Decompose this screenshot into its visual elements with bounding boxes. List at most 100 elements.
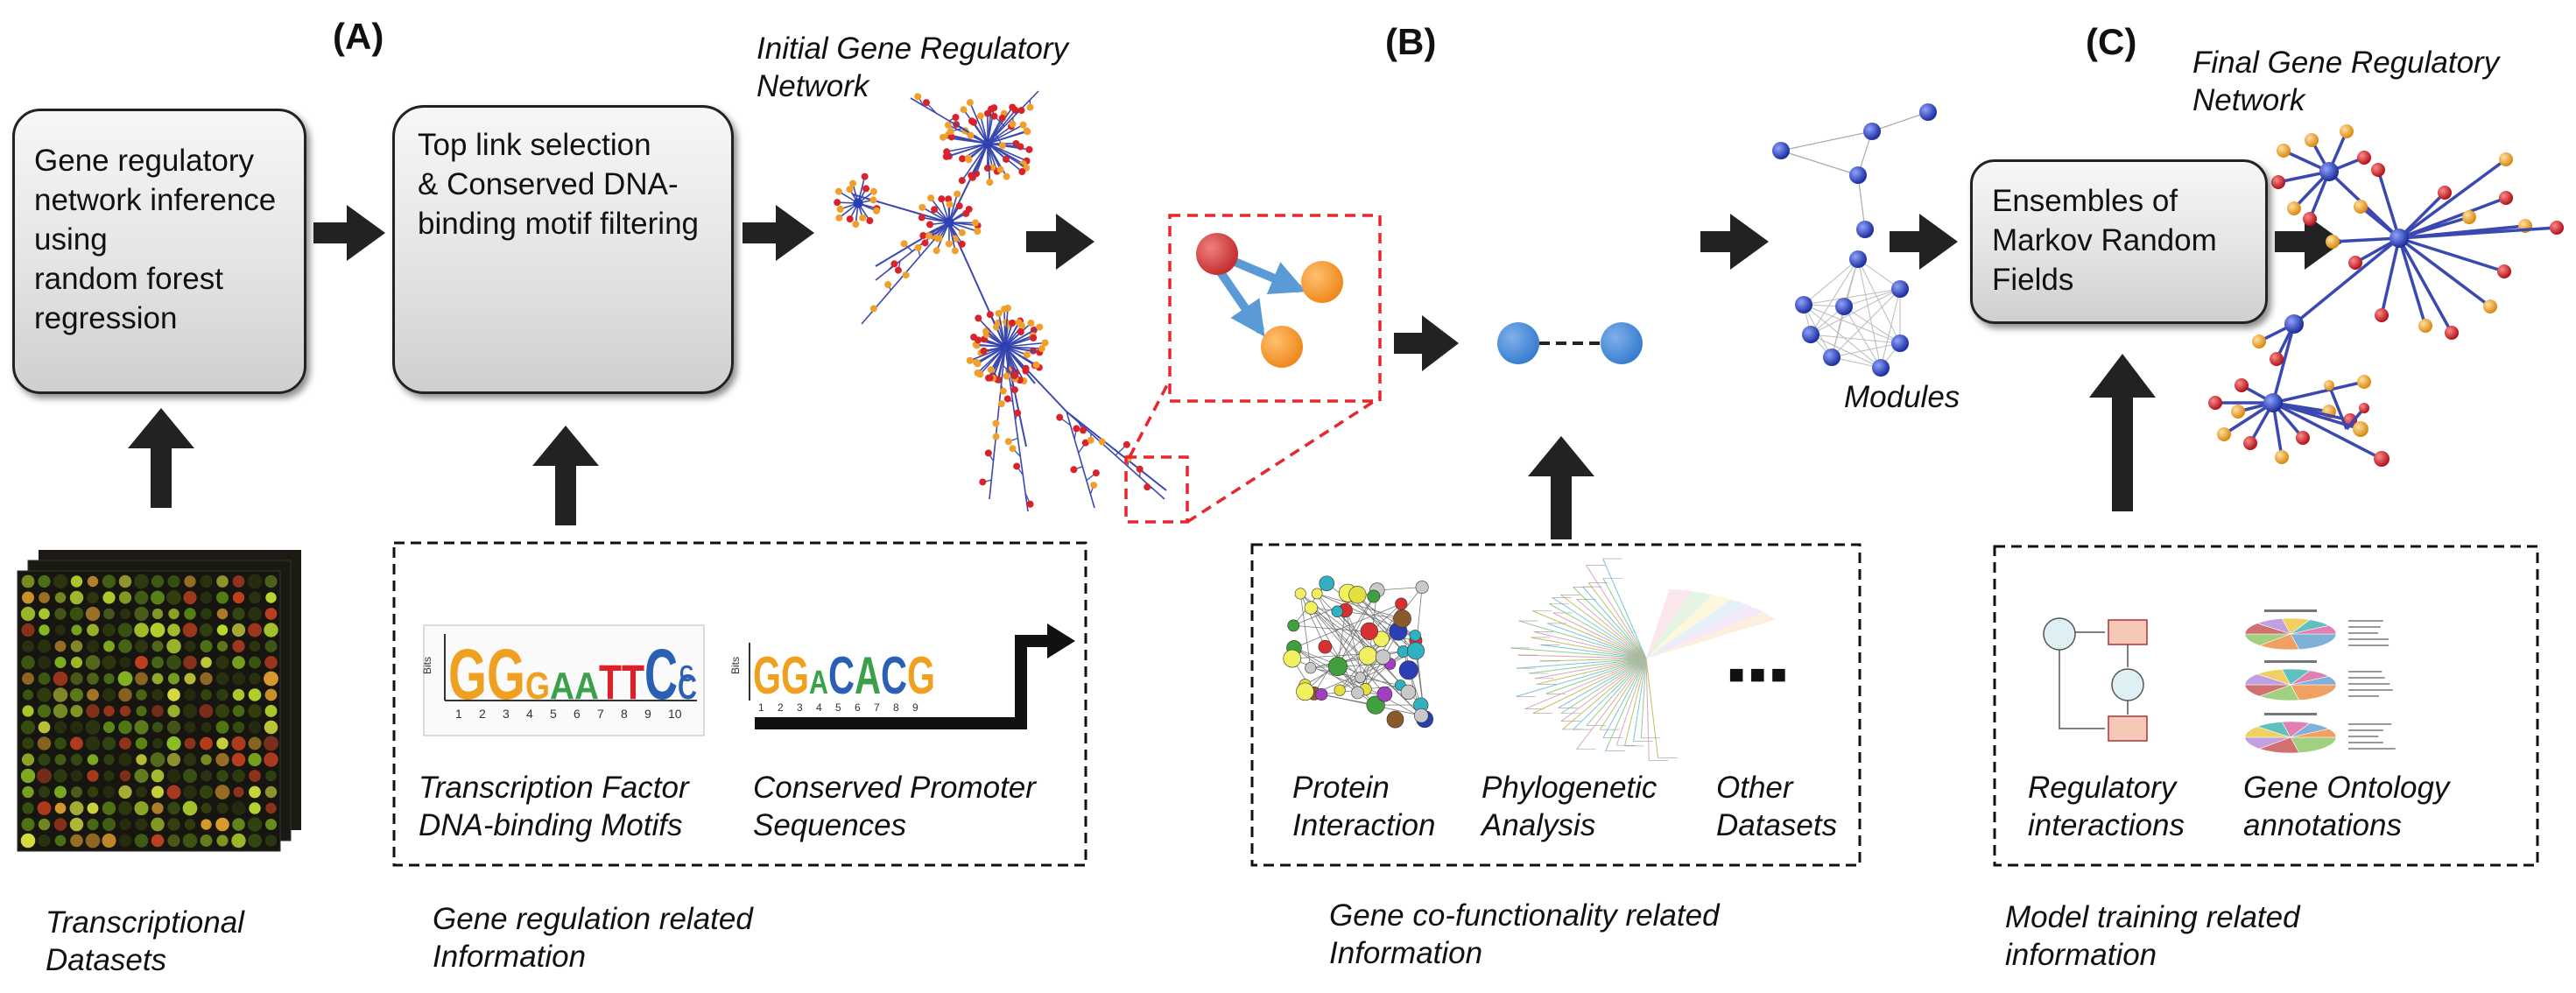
initial-network-title-2: Network xyxy=(757,69,869,103)
regulatory-interactions-image xyxy=(2043,617,2148,742)
logo1-letter-5: A xyxy=(574,665,599,708)
model-training-footer-1: Model training related xyxy=(2005,900,2300,934)
mrf-box-line-3: Fields xyxy=(1992,263,2074,297)
promoter-arrow xyxy=(755,635,1051,729)
gene-regulation-footer-1: Gene regulation related xyxy=(433,902,753,936)
logo1-letter-9: C xyxy=(678,668,697,707)
logo2-letter-4: C xyxy=(828,646,855,705)
logo1-letter-1: G xyxy=(448,635,487,715)
target-node-1 xyxy=(1301,261,1343,303)
section-a-label: (A) xyxy=(333,16,384,57)
co-functionality-footer-1: Gene co-functionality related xyxy=(1329,898,1720,933)
logo2-letter-1: G xyxy=(753,646,781,705)
promoter-label-2: Sequences xyxy=(753,808,907,842)
rf-box-line-5: regression xyxy=(34,301,178,335)
regulatory-label-2: interactions xyxy=(2028,808,2185,842)
logo1-ylabel: Bits xyxy=(421,657,433,674)
logo2-letter-7: G xyxy=(907,646,935,705)
logo2-letter-2: G xyxy=(781,646,809,705)
logo1-letter-6: T xyxy=(599,654,622,709)
logo1-letter-4: A xyxy=(550,665,574,708)
rf-box-line-1: Gene regulatory xyxy=(34,144,254,178)
logo1-tick-9: 9 xyxy=(644,707,651,721)
ellipsis-icon: ■■■ xyxy=(1728,660,1792,689)
gene-regulation-input-box xyxy=(392,541,1087,867)
section-b-label: (B) xyxy=(1385,21,1437,62)
input-arrow-a2 xyxy=(532,426,599,525)
link-box-line-2: & Conserved DNA- xyxy=(418,167,679,201)
regulator-node xyxy=(1196,233,1238,275)
logo1-letter-7: T xyxy=(622,654,644,709)
tf-motifs-label-2: DNA-binding Motifs xyxy=(419,808,683,842)
rf-box-line-4: random forest xyxy=(34,262,223,296)
promoter-label-1: Conserved Promoter xyxy=(753,771,1036,805)
co-functionality-footer-2: Information xyxy=(1329,936,1483,970)
phylo-label-2: Analysis xyxy=(1482,808,1596,842)
logo2-tick-2: 2 xyxy=(778,701,784,714)
zoom-indicator xyxy=(1124,379,1381,524)
protein-label-1: Protein xyxy=(1292,771,1390,805)
logo1-letter-3: G xyxy=(525,665,550,708)
logo2-letter-5: A xyxy=(855,646,881,705)
logo1-tick-6: 6 xyxy=(574,707,581,721)
rf-inference-box: Gene regulatory network inference using … xyxy=(12,109,306,394)
logo2-letter-6: C xyxy=(881,646,907,705)
section-c-label: (C) xyxy=(2086,21,2137,62)
logo1-letter-8: C xyxy=(644,635,678,715)
logo2-tick-1: 1 xyxy=(758,701,764,714)
flow-arrow-1 xyxy=(313,205,385,261)
protein-interaction-image xyxy=(1283,575,1434,729)
regulatory-label-1: Regulatory xyxy=(2028,771,2177,805)
logo1-tick-2: 2 xyxy=(479,707,486,721)
logo1-tick-7: 7 xyxy=(597,707,604,721)
input-arrow-b xyxy=(1528,436,1594,539)
logo2-tick-8: 8 xyxy=(893,701,899,714)
other-label-1: Other xyxy=(1716,771,1793,805)
logo2-tick-7: 7 xyxy=(874,701,880,714)
logo2-tick-4: 4 xyxy=(816,701,822,714)
rf-box-line-2: network inference xyxy=(34,183,277,217)
logo2-tick-9: 9 xyxy=(912,701,918,714)
protein-label-2: Interaction xyxy=(1292,808,1436,842)
flow-arrow-5 xyxy=(1890,214,1958,270)
input-arrow-a1 xyxy=(128,408,194,508)
logo1-tick-8: 8 xyxy=(621,707,628,721)
logo2-tick-6: 6 xyxy=(855,701,861,714)
target-node-2 xyxy=(1261,326,1303,368)
final-network-graph xyxy=(2208,124,2564,467)
tf-motifs-label-1: Transcription Factor xyxy=(419,771,689,805)
other-label-2: Datasets xyxy=(1716,808,1838,842)
final-network-title-2: Network xyxy=(2192,83,2305,117)
logo2-tick-3: 3 xyxy=(797,701,803,714)
modules-graph xyxy=(1772,103,1937,377)
mrf-box: Ensembles of Markov Random Fields xyxy=(1970,159,2268,324)
microarray-image xyxy=(17,550,301,852)
link-box-line-3: binding motif filtering xyxy=(418,207,699,241)
model-training-footer-2: information xyxy=(2005,938,2157,972)
phylo-label-1: Phylogenetic xyxy=(1482,771,1658,805)
final-network-title-1: Final Gene Regulatory xyxy=(2192,46,2500,80)
input-arrow-c xyxy=(2089,354,2156,511)
logo1-tick-3: 3 xyxy=(503,707,510,721)
gene-ontology-image xyxy=(2244,609,2396,754)
model-training-input-box xyxy=(1993,545,2539,867)
transcriptional-label-2: Datasets xyxy=(46,943,167,977)
logo2-ylabel: Bits xyxy=(729,657,742,674)
logo1-tick-5: 5 xyxy=(550,707,557,721)
meta-network-inset xyxy=(1168,214,1643,403)
mrf-box-line-2: Markov Random xyxy=(1992,223,2217,257)
flow-arrow-6 xyxy=(2275,214,2343,270)
go-label-2: annotations xyxy=(2243,808,2402,842)
inner-arrow-b xyxy=(1394,315,1459,371)
logo1-tick-4: 4 xyxy=(526,707,533,721)
flow-arrow-2 xyxy=(743,205,814,261)
initial-network-graph xyxy=(834,90,1167,512)
link-selection-box: Top link selection & Conserved DNA- bind… xyxy=(392,105,734,394)
mrf-box-line-1: Ensembles of xyxy=(1992,184,2178,218)
logo2-letter-3: A xyxy=(809,665,828,701)
gene-regulation-footer-2: Information xyxy=(433,940,587,974)
logo1-tick-1: 1 xyxy=(455,707,462,721)
